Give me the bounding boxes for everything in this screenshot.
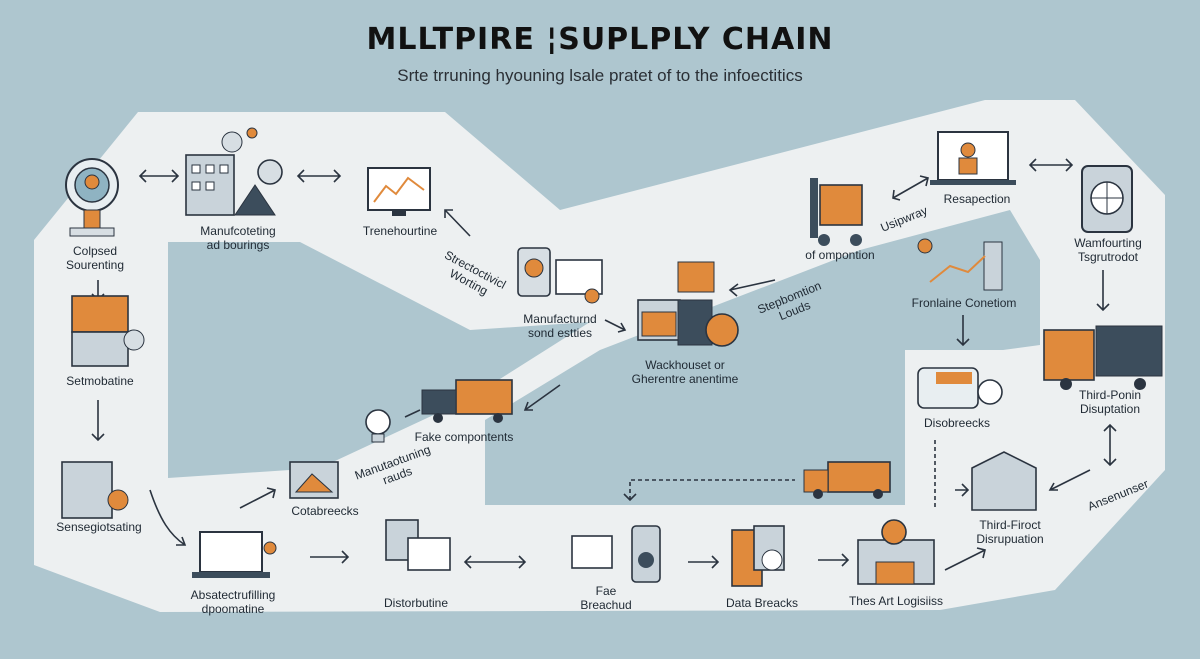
label-line: Disuptation <box>1079 402 1141 416</box>
label-warnfourting: Wamfourting Tsgrutrodot <box>1058 236 1158 264</box>
icon-warehouse <box>637 261 739 347</box>
label-line: Manufacturnd <box>523 312 597 326</box>
icon-chart-mountain <box>289 461 339 499</box>
icon-collapsed-sourcing <box>65 158 119 237</box>
label-the-art-logistics: Thes Art Logisiiss <box>848 594 944 608</box>
label-third-porin: Third-Ponin Disuptation <box>1060 388 1160 416</box>
icon-map-pin <box>857 519 935 585</box>
icon-lightbulb <box>365 409 391 443</box>
label-line: Manufcoteting <box>200 224 276 238</box>
label-line: Colpsed <box>72 244 118 258</box>
label-sensegiolsating: Sensegiotsating <box>56 520 142 534</box>
label-third-firoct: Third-Firoct Disrupuation <box>960 518 1060 546</box>
icon-tablet-globe <box>1081 165 1133 233</box>
icon-frontline-chart <box>917 238 1003 291</box>
label-cotabreecks: Cotabreecks <box>291 504 359 518</box>
page-subtitle: Srte trruning hyouning lsale pratet of t… <box>397 66 803 85</box>
icon-inspection-laptop <box>930 131 1016 185</box>
icon-truck-orange <box>421 379 513 423</box>
icon-scale-document <box>517 247 603 304</box>
label-of-ompontion: of ompontion <box>805 248 875 262</box>
label-trenchoutine: Trenehourtine <box>362 224 438 238</box>
label-respection: Resapection <box>943 192 1011 206</box>
icon-phone-screen <box>571 525 661 583</box>
label-fake-components: Fake compontents <box>414 430 514 444</box>
label-collapsed-sourcing: Colpsed Sourenting <box>50 244 140 272</box>
label-line: Sourenting <box>65 258 125 272</box>
label-line: Tsgrutrodot <box>1077 250 1139 264</box>
label-line: sond estties <box>527 326 593 340</box>
icon-document-lock <box>61 461 129 519</box>
label-line: Fae <box>595 584 617 598</box>
label-line: Wackhouset or <box>645 358 725 372</box>
label-line: Absatectrufilling <box>190 588 276 602</box>
icon-semi-truck <box>803 461 891 499</box>
icon-stacked-boxes <box>71 295 145 367</box>
label-line: Breachud <box>580 598 632 612</box>
arrows <box>91 158 1117 571</box>
icon-monitor-chart <box>367 167 431 216</box>
label-data-breacks: Data Breacks <box>725 596 799 610</box>
label-distorbutine: Distorbutine <box>383 596 449 610</box>
label-manufacturing: Manufcoteting ad bourings <box>178 224 298 252</box>
icon-van-clock <box>917 367 1003 409</box>
page-title: MLLTPIRE ¦SUPLPLY CHAIN <box>366 22 834 57</box>
icon-data-breach <box>731 525 785 587</box>
label-line: Disrupuation <box>976 532 1044 546</box>
label-warehouse: Wackhouset or Gherentre anentime <box>625 358 745 386</box>
icon-desktop-docs <box>385 519 451 571</box>
label-absatectrufilling: Absatectrufilling dpoomatine <box>168 588 298 616</box>
label-disobreecks: Disobreecks <box>923 416 991 430</box>
label-line: Wamfourting <box>1074 236 1142 250</box>
inner-holes <box>168 210 1040 505</box>
icon-laptop-network <box>192 531 277 578</box>
icon-forklift <box>810 178 863 246</box>
label-line: ad bourings <box>206 238 270 252</box>
icon-factory <box>185 127 283 216</box>
label-settmobatine: Setmobatine <box>66 374 134 388</box>
label-line: Third-Firoct <box>979 518 1041 532</box>
label-fronlaine: Fronlaine Conetiom <box>911 296 1017 310</box>
label-line: Third-Ponin <box>1078 388 1142 402</box>
label-manufacturing-sond: Manufacturnd sond estties <box>510 312 610 340</box>
icon-truck-third-party <box>1043 325 1163 390</box>
label-line: Gherentre anentime <box>631 372 739 386</box>
icon-warehouse-grey <box>971 451 1037 511</box>
label-line: dpoomatine <box>201 602 265 616</box>
label-fae-breachud: Fae Breachud <box>566 584 646 612</box>
